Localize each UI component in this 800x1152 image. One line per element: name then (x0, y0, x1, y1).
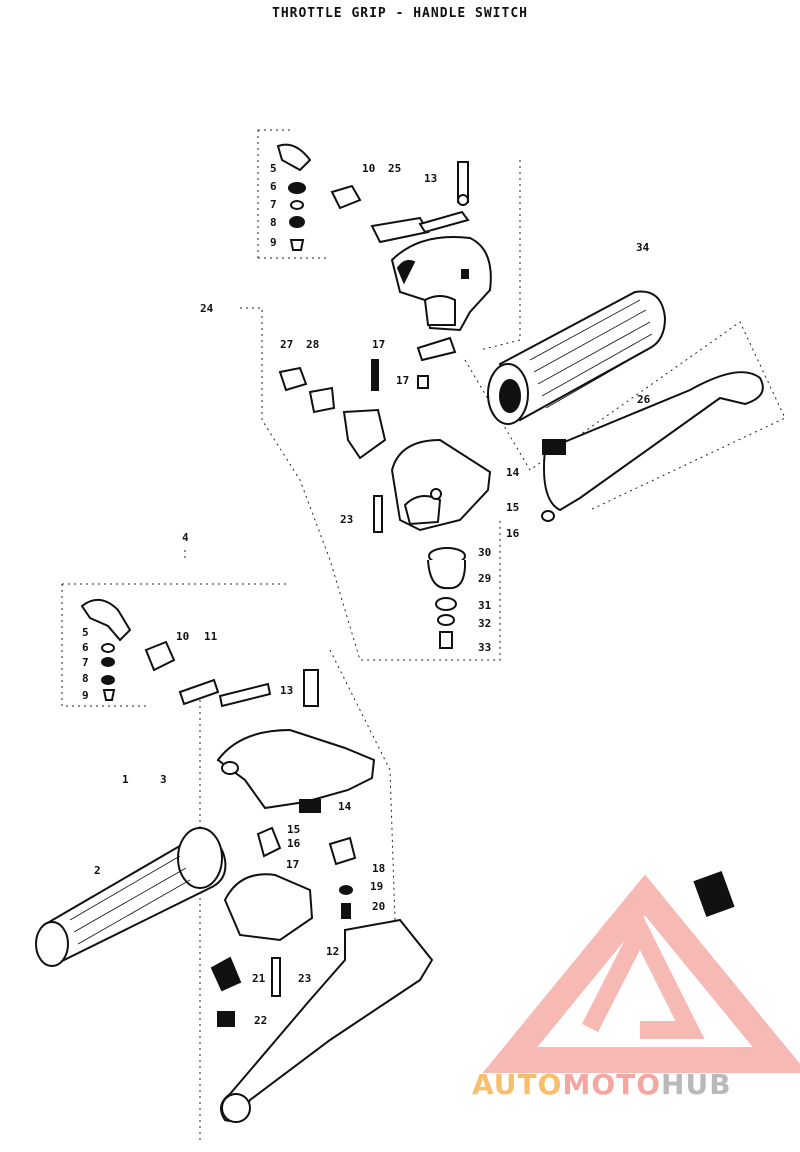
callout-9: 9 (270, 236, 277, 249)
callout-5: 5 (270, 162, 277, 175)
callout-14: 14 (506, 466, 520, 479)
callout-7: 7 (270, 198, 277, 211)
callout-12: 12 (326, 945, 339, 958)
callout-25: 25 (388, 162, 401, 175)
upper-switch-housing (276, 143, 492, 391)
callout-21: 21 (252, 972, 266, 985)
clutch-lever (220, 871, 735, 1123)
callout-17: 17 (372, 338, 385, 351)
callout-10: 10 (362, 162, 375, 175)
callout-16: 16 (506, 527, 520, 540)
callout-11: 11 (204, 630, 218, 643)
callout-15: 15 (506, 501, 519, 514)
logo-mark (482, 874, 800, 1073)
callout-20: 20 (372, 900, 385, 913)
callout-15: 15 (287, 823, 300, 836)
callout-13: 13 (280, 684, 293, 697)
diagram-title: THROTTLE GRIP - HANDLE SWITCH (272, 6, 528, 21)
callout-5: 5 (82, 626, 89, 639)
callout-27: 27 (280, 338, 293, 351)
callout-30: 30 (478, 546, 491, 559)
callout-7: 7 (82, 656, 89, 669)
callout-23: 23 (298, 972, 311, 985)
logo-part-hub: HUB (661, 1068, 732, 1101)
logo-part-moto: MOTO (562, 1068, 662, 1101)
callout-17: 17 (396, 374, 409, 387)
callout-18: 18 (372, 862, 385, 875)
callout-14: 14 (338, 800, 352, 813)
callout-3: 3 (160, 773, 167, 786)
callout-32: 32 (478, 617, 491, 630)
logo-part-auto: AUTO (472, 1068, 563, 1101)
guide-lines (61, 129, 786, 1140)
callout-8: 8 (270, 216, 277, 229)
callout-23: 23 (340, 513, 353, 526)
callout-13: 13 (424, 172, 437, 185)
callout-22: 22 (254, 1014, 267, 1027)
callout-9: 9 (82, 689, 89, 702)
callout-4: 4 (182, 531, 189, 544)
callout-17: 17 (286, 858, 299, 871)
throttle-housing (278, 366, 492, 649)
callout-1: 1 (122, 773, 129, 786)
callout-16: 16 (287, 837, 301, 850)
callout-24: 24 (200, 302, 214, 315)
callout-10: 10 (176, 630, 189, 643)
callout-labels: 5 6 7 8 9 10 25 13 34 24 27 28 17 17 26 … (82, 162, 651, 1027)
callout-6: 6 (82, 641, 89, 654)
right-grip (487, 290, 667, 425)
callout-8: 8 (82, 672, 89, 685)
brake-lever (541, 371, 764, 522)
callout-6: 6 (270, 180, 277, 193)
lower-switch-housing (80, 599, 376, 1027)
callout-28: 28 (306, 338, 319, 351)
callout-34: 34 (636, 241, 650, 254)
callout-31: 31 (478, 599, 492, 612)
watermark-logo-text: AUTOMOTOHUB (472, 1068, 732, 1101)
callout-29: 29 (478, 572, 491, 585)
callout-33: 33 (478, 641, 491, 654)
callout-19: 19 (370, 880, 383, 893)
callout-2: 2 (94, 864, 101, 877)
left-grip (35, 827, 227, 967)
callout-26: 26 (637, 393, 651, 406)
